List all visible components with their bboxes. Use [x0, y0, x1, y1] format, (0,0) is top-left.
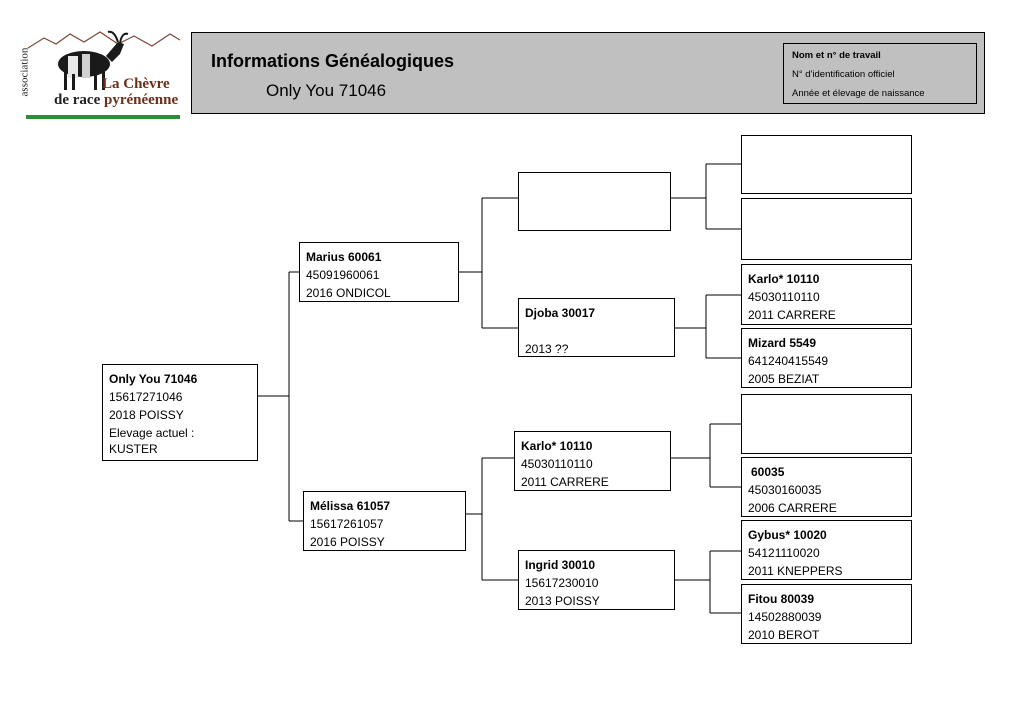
dam-dam-id: 15617230010 [525, 576, 599, 590]
subject-current-value: KUSTER [109, 442, 158, 456]
pedigree-ss-sire-box [741, 135, 912, 194]
dd-dam-id: 14502880039 [748, 610, 822, 624]
sd-dam-id: 641240415549 [748, 354, 829, 368]
goat-mountain-icon [27, 30, 181, 90]
dd-dam-name: Fitou 80039 [748, 592, 815, 606]
dd-sire-id: 54121110020 [748, 546, 820, 560]
pedigree-dd-dam-box: Fitou 80039 14502880039 2010 BEROT [741, 584, 912, 644]
page-subtitle: Only You 71046 [266, 81, 387, 100]
subject-id: 15617271046 [109, 390, 183, 404]
ds-dam-id: 45030160035 [748, 483, 822, 497]
dam-sire-id: 45030110110 [521, 457, 593, 471]
dam-birth: 2016 POISSY [310, 535, 385, 549]
sire-dam-id [525, 322, 674, 340]
page-title: Informations Généalogiques [211, 51, 455, 71]
sire-birth: 2016 ONDICOL [306, 286, 391, 300]
dam-dam-name: Ingrid 30010 [525, 558, 596, 572]
legend-line3: Année et élevage de naissance [792, 88, 925, 99]
dam-id: 15617261057 [310, 517, 384, 531]
logo-line2-a: de race [54, 92, 101, 108]
sd-sire-id: 45030110110 [748, 290, 820, 304]
sd-sire-birth: 2011 CARRERE [748, 308, 836, 322]
sire-dam-birth: 2013 ?? [525, 342, 569, 356]
subject-current-label: Elevage actuel : [109, 426, 195, 440]
subject-birth: 2018 POISSY [109, 408, 184, 422]
dd-sire-name: Gybus* 10020 [748, 528, 827, 542]
logo-line2-b: pyrénéenne [103, 92, 179, 108]
ds-dam-birth: 2006 CARRERE [748, 501, 837, 515]
logo-line2: de race pyrénéenne [54, 92, 178, 109]
dd-dam-birth: 2010 BEROT [748, 628, 820, 642]
sire-name: Marius 60061 [306, 250, 382, 264]
sd-sire-name: Karlo* 10110 [748, 272, 820, 286]
pedigree-sire-sire-box [518, 172, 671, 231]
sd-dam-name: Mizard 5549 [748, 336, 817, 350]
pedigree-ss-dam-box [741, 198, 912, 260]
pedigree-dam-box: Mélissa 61057 15617261057 2016 POISSY [303, 491, 466, 551]
dd-sire-birth: 2011 KNEPPERS [748, 564, 843, 578]
pedigree-ds-dam-box: 60035 45030160035 2006 CARRERE [741, 457, 912, 517]
pedigree-dam-sire-box: Karlo* 10110 45030110110 2011 CARRERE [514, 431, 671, 491]
logo-green-bar [26, 115, 180, 119]
logo-line1: La Chèvre [102, 76, 170, 92]
ds-dam-name: 60035 [751, 465, 785, 479]
dam-sire-name: Karlo* 10110 [521, 439, 593, 453]
pedigree-sire-dam-box: Djoba 30017 2013 ?? [518, 298, 675, 357]
dam-dam-birth: 2013 POISSY [525, 594, 600, 608]
association-logo: association La Chèvre de race pyrénéenne [18, 26, 184, 122]
subject-name: Only You 71046 [109, 372, 198, 386]
sire-id: 45091960061 [306, 268, 380, 282]
header-panel: Informations Généalogiques Only You 7104… [191, 32, 985, 114]
sd-dam-birth: 2005 BEZIAT [748, 372, 820, 386]
sire-dam-name: Djoba 30017 [525, 306, 596, 320]
pedigree-dd-sire-box: Gybus* 10020 54121110020 2011 KNEPPERS [741, 520, 912, 580]
pedigree-sd-dam-box: Mizard 5549 641240415549 2005 BEZIAT [741, 328, 912, 388]
pedigree-sd-sire-box: Karlo* 10110 45030110110 2011 CARRERE [741, 264, 912, 325]
legend-box: Nom et n° de travail N° d'identification… [783, 43, 977, 104]
pedigree-ds-sire-box [741, 394, 912, 454]
legend-line1: Nom et n° de travail [792, 50, 881, 61]
dam-name: Mélissa 61057 [310, 499, 391, 513]
pedigree-sire-box: Marius 60061 45091960061 2016 ONDICOL [299, 242, 459, 302]
dam-sire-birth: 2011 CARRERE [521, 475, 609, 489]
pedigree-dam-dam-box: Ingrid 30010 15617230010 2013 POISSY [518, 550, 675, 610]
legend-line2: N° d'identification officiel [792, 69, 895, 80]
pedigree-subject-box: Only You 71046 15617271046 2018 POISSY E… [102, 364, 258, 461]
